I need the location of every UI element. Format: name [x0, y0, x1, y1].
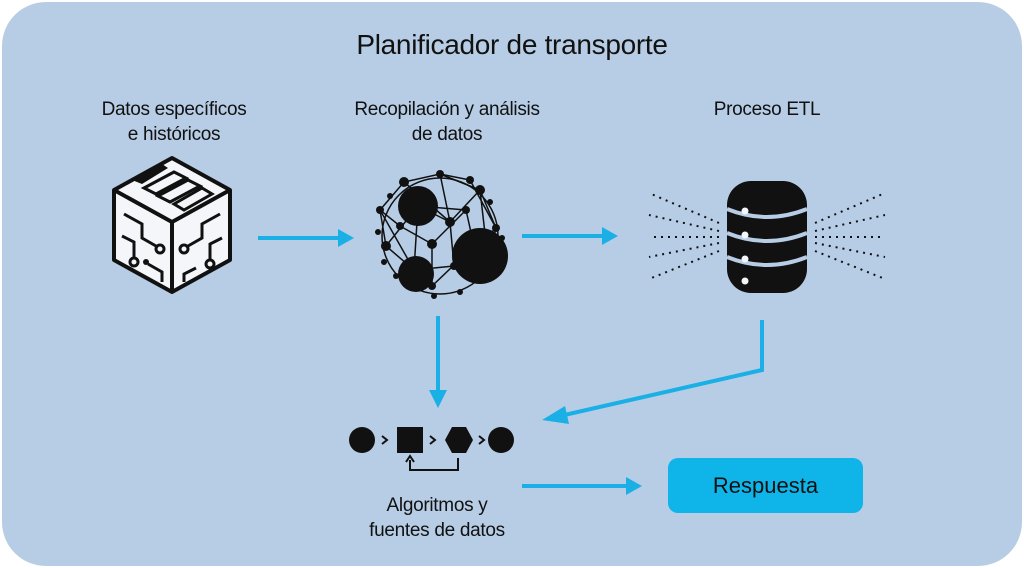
source-label-line2: e históricos	[127, 123, 221, 145]
source-label: Datos específicos e históricos	[74, 98, 274, 147]
arrow-algo-to-response-head	[626, 477, 642, 495]
source-label-line1: Datos específicos	[101, 99, 247, 120]
diagram-title: Planificador de transporte	[356, 29, 668, 60]
arrow-collect-to-algo-head	[429, 390, 447, 408]
collect-label-line1: Recopilación y análisis	[354, 99, 540, 120]
database-icon	[648, 181, 886, 293]
process-flow-icon	[349, 427, 514, 471]
etl-label: Proceso ETL	[667, 98, 867, 123]
algo-label-line2: fuentes de datos	[369, 519, 505, 541]
arrow-etl-to-algo-head	[542, 406, 569, 424]
algo-label-line1: Algoritmos y	[386, 495, 488, 516]
arrow-etl-to-algo	[559, 320, 764, 418]
circuit-cube-icon	[112, 156, 232, 294]
network-graph-icon	[375, 170, 508, 299]
arrow-collect-to-etl-head	[602, 227, 618, 245]
arrow-source-to-collect-head	[338, 229, 354, 247]
collect-label-line2: de datos	[411, 123, 483, 145]
etl-label-line1: Proceso ETL	[713, 99, 821, 120]
collect-label: Recopilación y análisis de datos	[322, 98, 572, 147]
flow-arrows	[258, 227, 764, 495]
algo-label: Algoritmos y fuentes de datos	[337, 494, 537, 543]
response-button[interactable]: Respuesta	[668, 458, 863, 513]
